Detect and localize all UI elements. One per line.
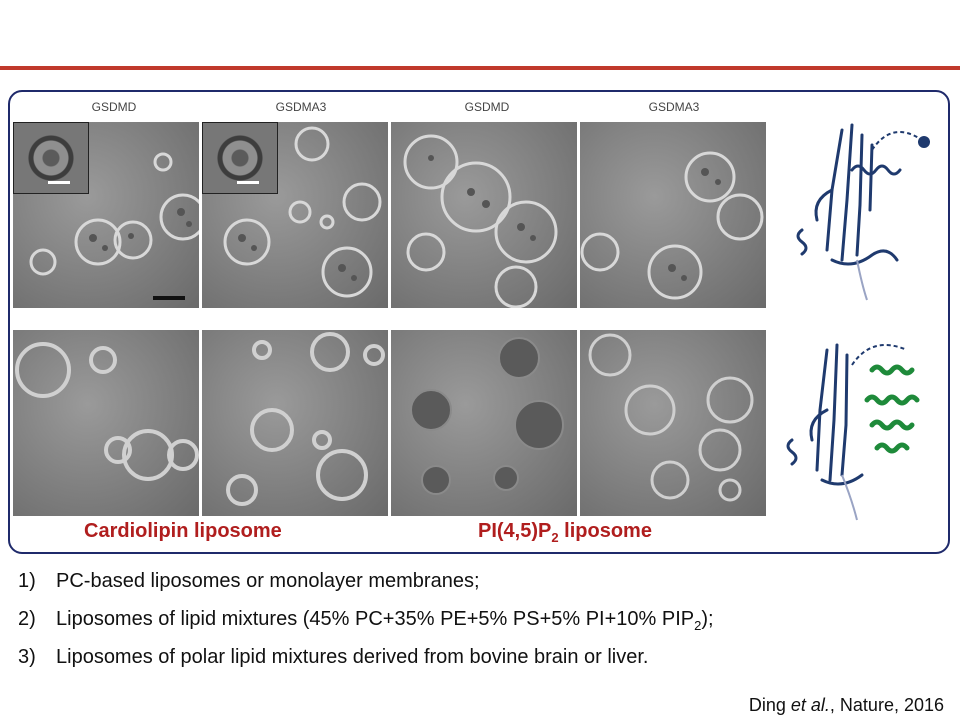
gsdm-complex-structure-icon [786, 343, 920, 521]
caption-cardiolipin: Cardiolipin liposome [84, 520, 282, 542]
em-image-pip2-gsdmd-2 [391, 330, 577, 516]
figure-panel [8, 90, 950, 554]
list-item: 3)Liposomes of polar lipid mixtures deri… [18, 646, 649, 668]
em-image-cardiolipin-gsdmd [13, 122, 199, 308]
liposome-list: 1)PC-based liposomes or monolayer membra… [18, 566, 938, 680]
gsdm-structure-icon [796, 123, 930, 301]
column-label-gsdmd-2: GSDMD [464, 100, 510, 114]
em-image-cardiolipin-gsdma3 [202, 122, 388, 308]
column-label-gsdma3-2: GSDMA3 [648, 100, 700, 114]
caption-pip2: PI(4,5)P2 liposome [478, 520, 652, 545]
column-label-gsdma3-1: GSDMA3 [275, 100, 327, 114]
list-item: 2)Liposomes of lipid mixtures (45% PC+35… [18, 608, 714, 633]
em-image-cardiolipin-gsdma3-2 [202, 330, 388, 516]
column-label-gsdmd-1: GSDMD [91, 100, 137, 114]
inset-image [13, 122, 89, 194]
em-image-pip2-gsdma3-2 [580, 330, 766, 516]
em-image-cardiolipin-gsdmd-2 [13, 330, 199, 516]
title-underline [0, 66, 960, 70]
list-item: 1)PC-based liposomes or monolayer membra… [18, 570, 480, 592]
em-image-pip2-gsdmd [391, 122, 577, 308]
citation: Ding et al., Nature, 2016 [748, 695, 944, 715]
inset-image [202, 122, 278, 194]
scale-bar [153, 296, 185, 300]
em-image-pip2-gsdma3 [580, 122, 766, 308]
